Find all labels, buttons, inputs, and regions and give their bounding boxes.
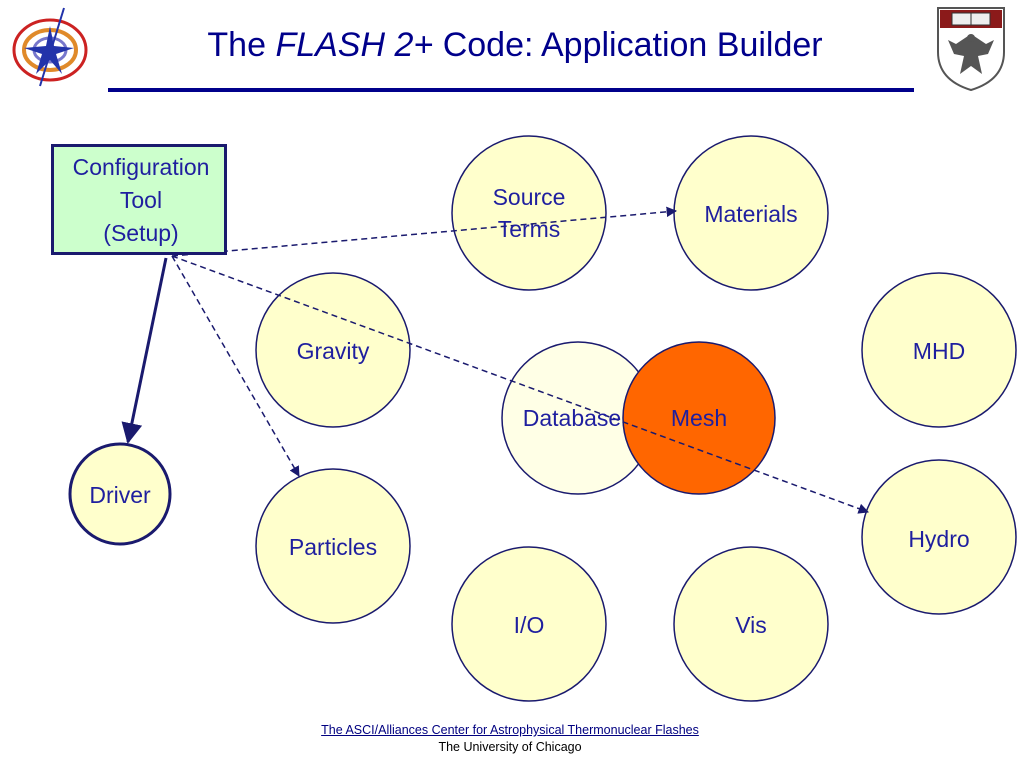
source-terms-node (451, 135, 607, 291)
mhd-label: MHD (912, 338, 966, 364)
page-title: The FLASH 2+ Code: Application Builder (207, 26, 823, 64)
vis-node (673, 546, 829, 702)
gravity-label: Gravity (296, 338, 370, 364)
mesh-node (622, 341, 776, 495)
io-label: I/O (513, 612, 545, 638)
driver-label: Driver (89, 482, 151, 508)
footer-university: The University of Chicago (438, 740, 582, 754)
flash-star-icon (12, 7, 88, 87)
source-terms-label: Source Terms (492, 184, 566, 242)
vis-label: Vis (735, 612, 767, 638)
database-label: Database (522, 405, 622, 431)
particles-label: Particles (288, 534, 378, 560)
config-to-particles-arrow (171, 255, 300, 477)
university-crest-icon (937, 7, 1005, 92)
config-to-hydro-arrow (171, 255, 869, 514)
config-to-materials-arrow (171, 206, 678, 257)
gravity-node (255, 272, 411, 428)
configuration-tool-box (51, 144, 227, 255)
footer: The ASCI/Alliances Center for Astrophysi… (250, 722, 770, 756)
hydro-label: Hydro (908, 526, 970, 552)
configuration-tool-label: Configuration Tool (Setup) (72, 154, 210, 246)
mesh-label: Mesh (670, 405, 728, 431)
materials-label: Materials (704, 201, 798, 227)
title-divider (108, 88, 914, 92)
io-node (451, 546, 607, 702)
driver-node (68, 442, 172, 546)
mhd-node (861, 272, 1017, 428)
footer-center-link[interactable]: The ASCI/Alliances Center for Astrophysi… (321, 723, 699, 737)
particles-node (255, 468, 411, 624)
hydro-node (861, 459, 1017, 615)
config-to-driver-arrow (121, 257, 168, 445)
